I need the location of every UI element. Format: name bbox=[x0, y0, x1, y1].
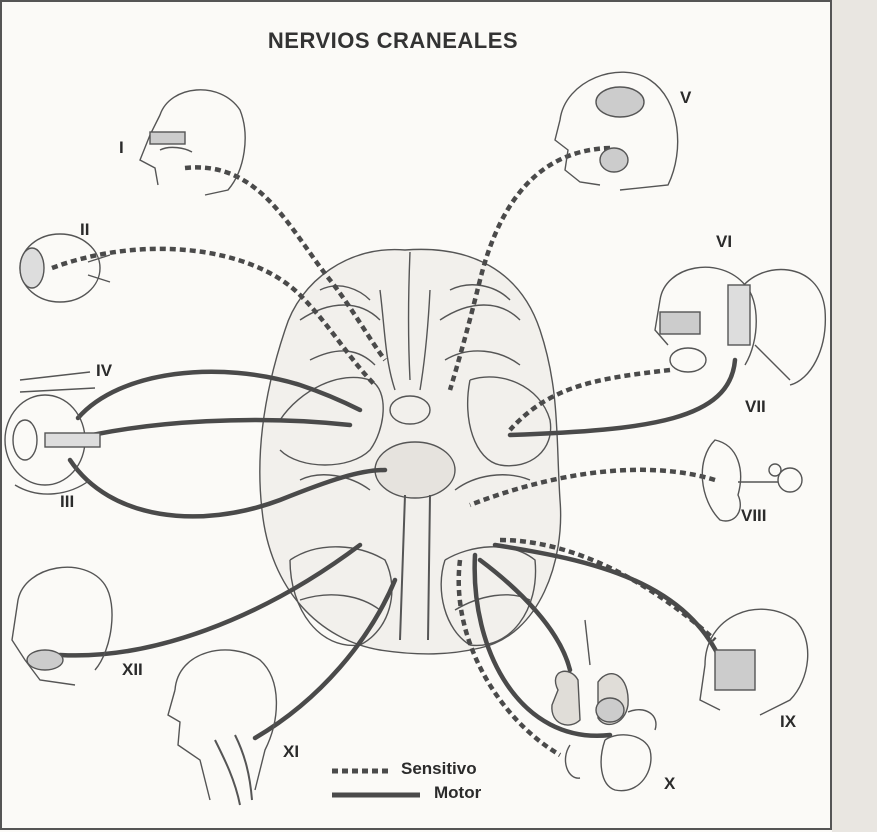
head-tongue-illustration bbox=[11, 566, 113, 686]
nerve-label-III: III bbox=[60, 492, 75, 511]
nerve-VI-path bbox=[67, 417, 353, 443]
head-throat-illustration bbox=[699, 608, 809, 716]
nerve-label-VIII: VIII bbox=[741, 506, 767, 525]
two-heads-illustration bbox=[654, 266, 826, 386]
ear-illustration bbox=[701, 439, 803, 522]
sheet-border bbox=[0, 0, 832, 830]
nerve-II-path bbox=[51, 246, 377, 387]
nerve-label-IV: IV bbox=[96, 361, 113, 380]
sensory-pathways bbox=[51, 145, 717, 757]
legend bbox=[332, 768, 420, 798]
organ-illustrations bbox=[4, 71, 826, 806]
nerve-label-V: V bbox=[680, 88, 692, 107]
brain-illustration bbox=[259, 248, 562, 655]
nerve-label-X: X bbox=[664, 774, 676, 793]
nerve-XI-path bbox=[252, 577, 398, 741]
nerve-IV-path bbox=[75, 369, 363, 421]
nerve-VIII-path bbox=[469, 467, 716, 508]
motor-pathways bbox=[57, 357, 738, 741]
head-nose-illustration bbox=[139, 89, 246, 196]
nerve-XII-path bbox=[57, 542, 363, 658]
head-jaw-illustration bbox=[554, 71, 679, 191]
nerve-III-path bbox=[67, 457, 388, 519]
nerve-label-VI: VI bbox=[716, 232, 733, 251]
head-neck-illustration bbox=[167, 649, 278, 806]
legend-sensory-label: Sensitivo bbox=[401, 759, 477, 778]
nerve-label-VII: VII bbox=[745, 397, 766, 416]
nerve-label-XII: XII bbox=[122, 660, 143, 679]
nerve-IX-motor-path bbox=[492, 542, 728, 673]
eye-muscles-illustration bbox=[4, 371, 101, 495]
nerve-label-XI: XI bbox=[283, 742, 300, 761]
nerve-label-I: I bbox=[119, 138, 124, 157]
nerve-VII-sensory-path bbox=[508, 367, 671, 432]
viscera-illustration bbox=[551, 619, 657, 792]
nerve-X-sensory-path bbox=[456, 559, 562, 757]
nerve-V-path bbox=[447, 145, 611, 391]
eye-illustration bbox=[19, 233, 111, 303]
legend-motor-label: Motor bbox=[434, 783, 482, 802]
nerve-I-path bbox=[184, 165, 387, 362]
nerve-label-II: II bbox=[80, 220, 90, 239]
nerve-label-IX: IX bbox=[780, 712, 797, 731]
nerve-VII-motor-path bbox=[507, 357, 738, 438]
nerve-X-motor-path bbox=[472, 552, 613, 738]
diagram-title: NERVIOS CRANEALES bbox=[267, 28, 519, 53]
